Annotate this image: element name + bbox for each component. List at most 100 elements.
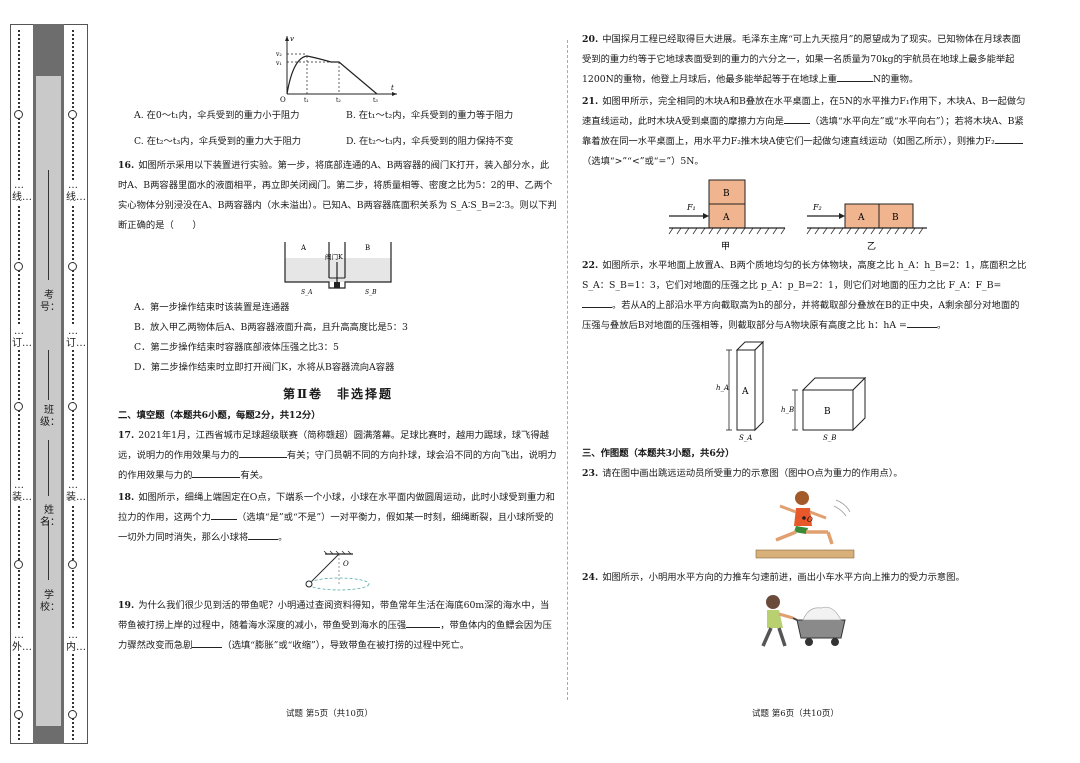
q20-number: 20.	[582, 34, 599, 45]
q21-blank-1[interactable]	[783, 112, 810, 124]
section-ii-title: 第Ⅱ卷 非选择题	[282, 387, 394, 401]
graph-axis-t: t	[391, 84, 394, 92]
q23-long-jumper-figure: O	[582, 486, 1028, 566]
name-field-line[interactable]	[48, 440, 49, 496]
q18-text-1: 如图所示，细绳上端固定在O点，下端系一个小球，小球在水平面内做圆周运动，此时小球…	[118, 492, 555, 523]
q16-fig-container-b: B	[365, 244, 370, 252]
seal-circle	[68, 710, 77, 719]
q17-number: 17.	[118, 430, 135, 441]
graph-label-v2: v₂	[275, 51, 282, 58]
class-field-line[interactable]	[48, 350, 49, 400]
q22-number: 22.	[582, 260, 599, 271]
q18-text-3: 。	[278, 532, 288, 543]
q19-number: 19.	[118, 600, 135, 611]
q21-fig-f1: F₁	[686, 203, 696, 212]
q16-number: 16.	[118, 160, 135, 171]
q19-blank-1[interactable]	[406, 616, 441, 628]
q21-fig-block-a-bottom: A	[722, 213, 730, 223]
seal-word: …订…	[12, 326, 32, 350]
q15-option-b[interactable]: B. 在t₁～t₂内，伞兵受到的重力等于阻力	[346, 110, 514, 121]
seal-circle	[14, 262, 23, 271]
question-18: 18.如图所示，细绳上端固定在O点，下端系一个小球，小球在水平面内做圆周运动，此…	[118, 488, 558, 594]
q17-blank-1[interactable]	[238, 446, 287, 458]
q15-velocity-time-graph: v v₂ v₁ O t t₁ t₂ t₃	[118, 32, 558, 104]
q22-blank-2[interactable]	[906, 316, 937, 328]
q22-fig-block-a: A	[741, 387, 749, 397]
q21-fig-yi-block-a: A	[857, 213, 865, 223]
q15-option-c[interactable]: C. 在t₂～t₃内，伞兵受到的重力大于阻力	[134, 136, 302, 147]
q21-number: 21.	[582, 96, 599, 107]
q16-fig-sb: S_B	[365, 289, 377, 296]
q19-text-1: 为什么我们很少见到活的带鱼呢？小明通过查阅资料得知，带鱼常年生活在海底60m深的…	[118, 600, 550, 631]
school-field-label: 学校：	[40, 590, 60, 613]
q20-text-1: 中国探月工程已经取得巨大进展。毛泽东主席“可上九天揽月”的愿望成为了现实。已知物…	[582, 34, 1021, 85]
question-17: 17.2021年1月，江西省城市足球超级联赛（简称赣超）圆满落幕。足球比赛时，越…	[118, 426, 558, 486]
q22-fig-block-b: B	[824, 407, 831, 417]
q16-option-b[interactable]: B．放入甲乙两物体后A、B两容器液面升高，且升高高度比是5：3	[134, 322, 408, 333]
question-16: 16.如图所示采用以下装置进行实验。第一步，将底部连通的A、B两容器的阀门K打开…	[118, 156, 558, 378]
q18-fig-point-o: O	[343, 560, 349, 568]
q19-blank-2[interactable]	[192, 636, 223, 648]
question-20: 20.中国探月工程已经取得巨大进展。毛泽东主席“可上九天揽月”的愿望成为了现实。…	[582, 30, 1028, 90]
q21-blank-2[interactable]	[994, 132, 1023, 144]
q16-connected-containers-figure: A B 阀门K S_A S_B	[118, 238, 558, 296]
question-21: 21.如图甲所示，完全相同的木块A和B叠放在水平桌面上，在5N的水平推力F₁作用…	[582, 92, 1028, 254]
q20-blank[interactable]	[836, 70, 873, 82]
question-15-options: A. 在0～t₁内，伞兵受到的重力小于阻力 B. 在t₁～t₂内，伞兵受到的重力…	[118, 106, 558, 152]
binding-margin: …线… …订… …装… …外… …线… …订… …装… …内… 学校： 姓名： …	[0, 0, 96, 763]
q22-blank-1[interactable]	[582, 296, 612, 308]
seal-circle	[68, 402, 77, 411]
q22-fig-hb: h_B	[781, 406, 794, 414]
q18-blank-1[interactable]	[210, 508, 237, 520]
seal-word: …线…	[66, 180, 86, 204]
seal-circle	[14, 110, 23, 119]
q16-text: 如图所示采用以下装置进行实验。第一步，将底部连通的A、B两容器的阀门K打开，装入…	[118, 160, 557, 231]
q20-text-2: N的重物。	[872, 74, 919, 85]
q16-fig-valve: 阀门K	[325, 252, 343, 261]
graph-axis-v: v	[290, 35, 294, 43]
graph-label-v1: v₁	[275, 60, 282, 67]
q22-fig-sa: S_A	[739, 434, 752, 442]
q15-option-d[interactable]: D. 在t₂～t₃内，伞兵受到的阻力保持不变	[346, 136, 514, 147]
q24-push-cart-figure	[582, 590, 1028, 652]
q18-number: 18.	[118, 492, 135, 503]
page-5-footer: 试题 第5页（共10页）	[286, 709, 373, 719]
seal-word: …线…	[12, 180, 32, 204]
graph-label-t2: t₂	[336, 97, 341, 104]
q22-text-2: 。若从A的上部沿水平方向截取高为h的部分，并将截取部分叠放在B的正中央，A剩余部…	[582, 300, 1020, 331]
seal-word: …装…	[66, 480, 86, 504]
school-field-line[interactable]	[48, 520, 49, 580]
seal-word: …内…	[66, 630, 86, 654]
q21-fig-yi-block-b: B	[892, 213, 899, 223]
q22-fig-sb: S_B	[823, 434, 836, 442]
seal-dotted-line-inner: …线… …订… …装… …内…	[66, 30, 86, 740]
exam-id-field-line[interactable]	[48, 170, 49, 280]
page-5-column: v v₂ v₁ O t t₁ t₂ t₃ A. 在0～t₁内，伞兵受到的重力小于…	[118, 30, 558, 658]
q17-blank-2[interactable]	[192, 466, 241, 478]
q21-fig-yi: 乙	[867, 241, 876, 252]
page-6-column: 20.中国探月工程已经取得巨大进展。毛泽东主席“可上九天揽月”的愿望成为了现实。…	[582, 30, 1028, 654]
seal-dotted-line-outer: …线… …订… …装… …外…	[12, 30, 32, 740]
q22-cuboids-figure: A h_A S_A B h_B S_B	[582, 338, 1028, 442]
q16-option-a[interactable]: A．第一步操作结束时该装置是连通器	[134, 302, 290, 313]
fill-in-section-title: 二、填空题（本题共6小题，每题2分，共12分）	[118, 410, 321, 421]
seal-circle	[14, 560, 23, 569]
seal-circle	[14, 710, 23, 719]
question-19: 19.为什么我们很少见到活的带鱼呢？小明通过查阅资料得知，带鱼常年生活在海底60…	[118, 596, 558, 656]
q18-blank-2[interactable]	[248, 528, 279, 540]
class-field-label: 班级：	[40, 405, 60, 428]
q18-pendulum-figure: O	[118, 550, 558, 594]
exam-id-field-label: 考号：	[40, 290, 60, 313]
question-22: 22.如图所示，水平地面上放置A、B两个质地均匀的长方体物块，高度之比 h_A：…	[582, 256, 1028, 442]
q19-text-2: ，带鱼体内的鱼鳔会因为压力骤然改变而急剧	[118, 620, 552, 651]
q15-option-a[interactable]: A. 在0～t₁内，伞兵受到的重力小于阻力	[134, 110, 300, 121]
seal-word: …订…	[66, 326, 86, 350]
q21-fig-block-b-top: B	[723, 189, 730, 199]
q22-text-1: 如图所示，水平地面上放置A、B两个质地均匀的长方体物块，高度之比 h_A：h_B…	[582, 260, 1027, 291]
q16-option-d[interactable]: D．第二步操作结束时立即打开阀门K，水将从B容器流向A容器	[134, 362, 395, 373]
q22-text-3: 。	[936, 320, 947, 331]
q16-option-c[interactable]: C．第二步操作结束时容器底部液体压强之比3：5	[134, 342, 339, 353]
seal-word: …装…	[12, 480, 32, 504]
seal-word: …外…	[12, 630, 32, 654]
q19-text-3: （选填“膨胀”或“收缩”），导致带鱼在被打捞的过程中死亡。	[222, 640, 470, 651]
